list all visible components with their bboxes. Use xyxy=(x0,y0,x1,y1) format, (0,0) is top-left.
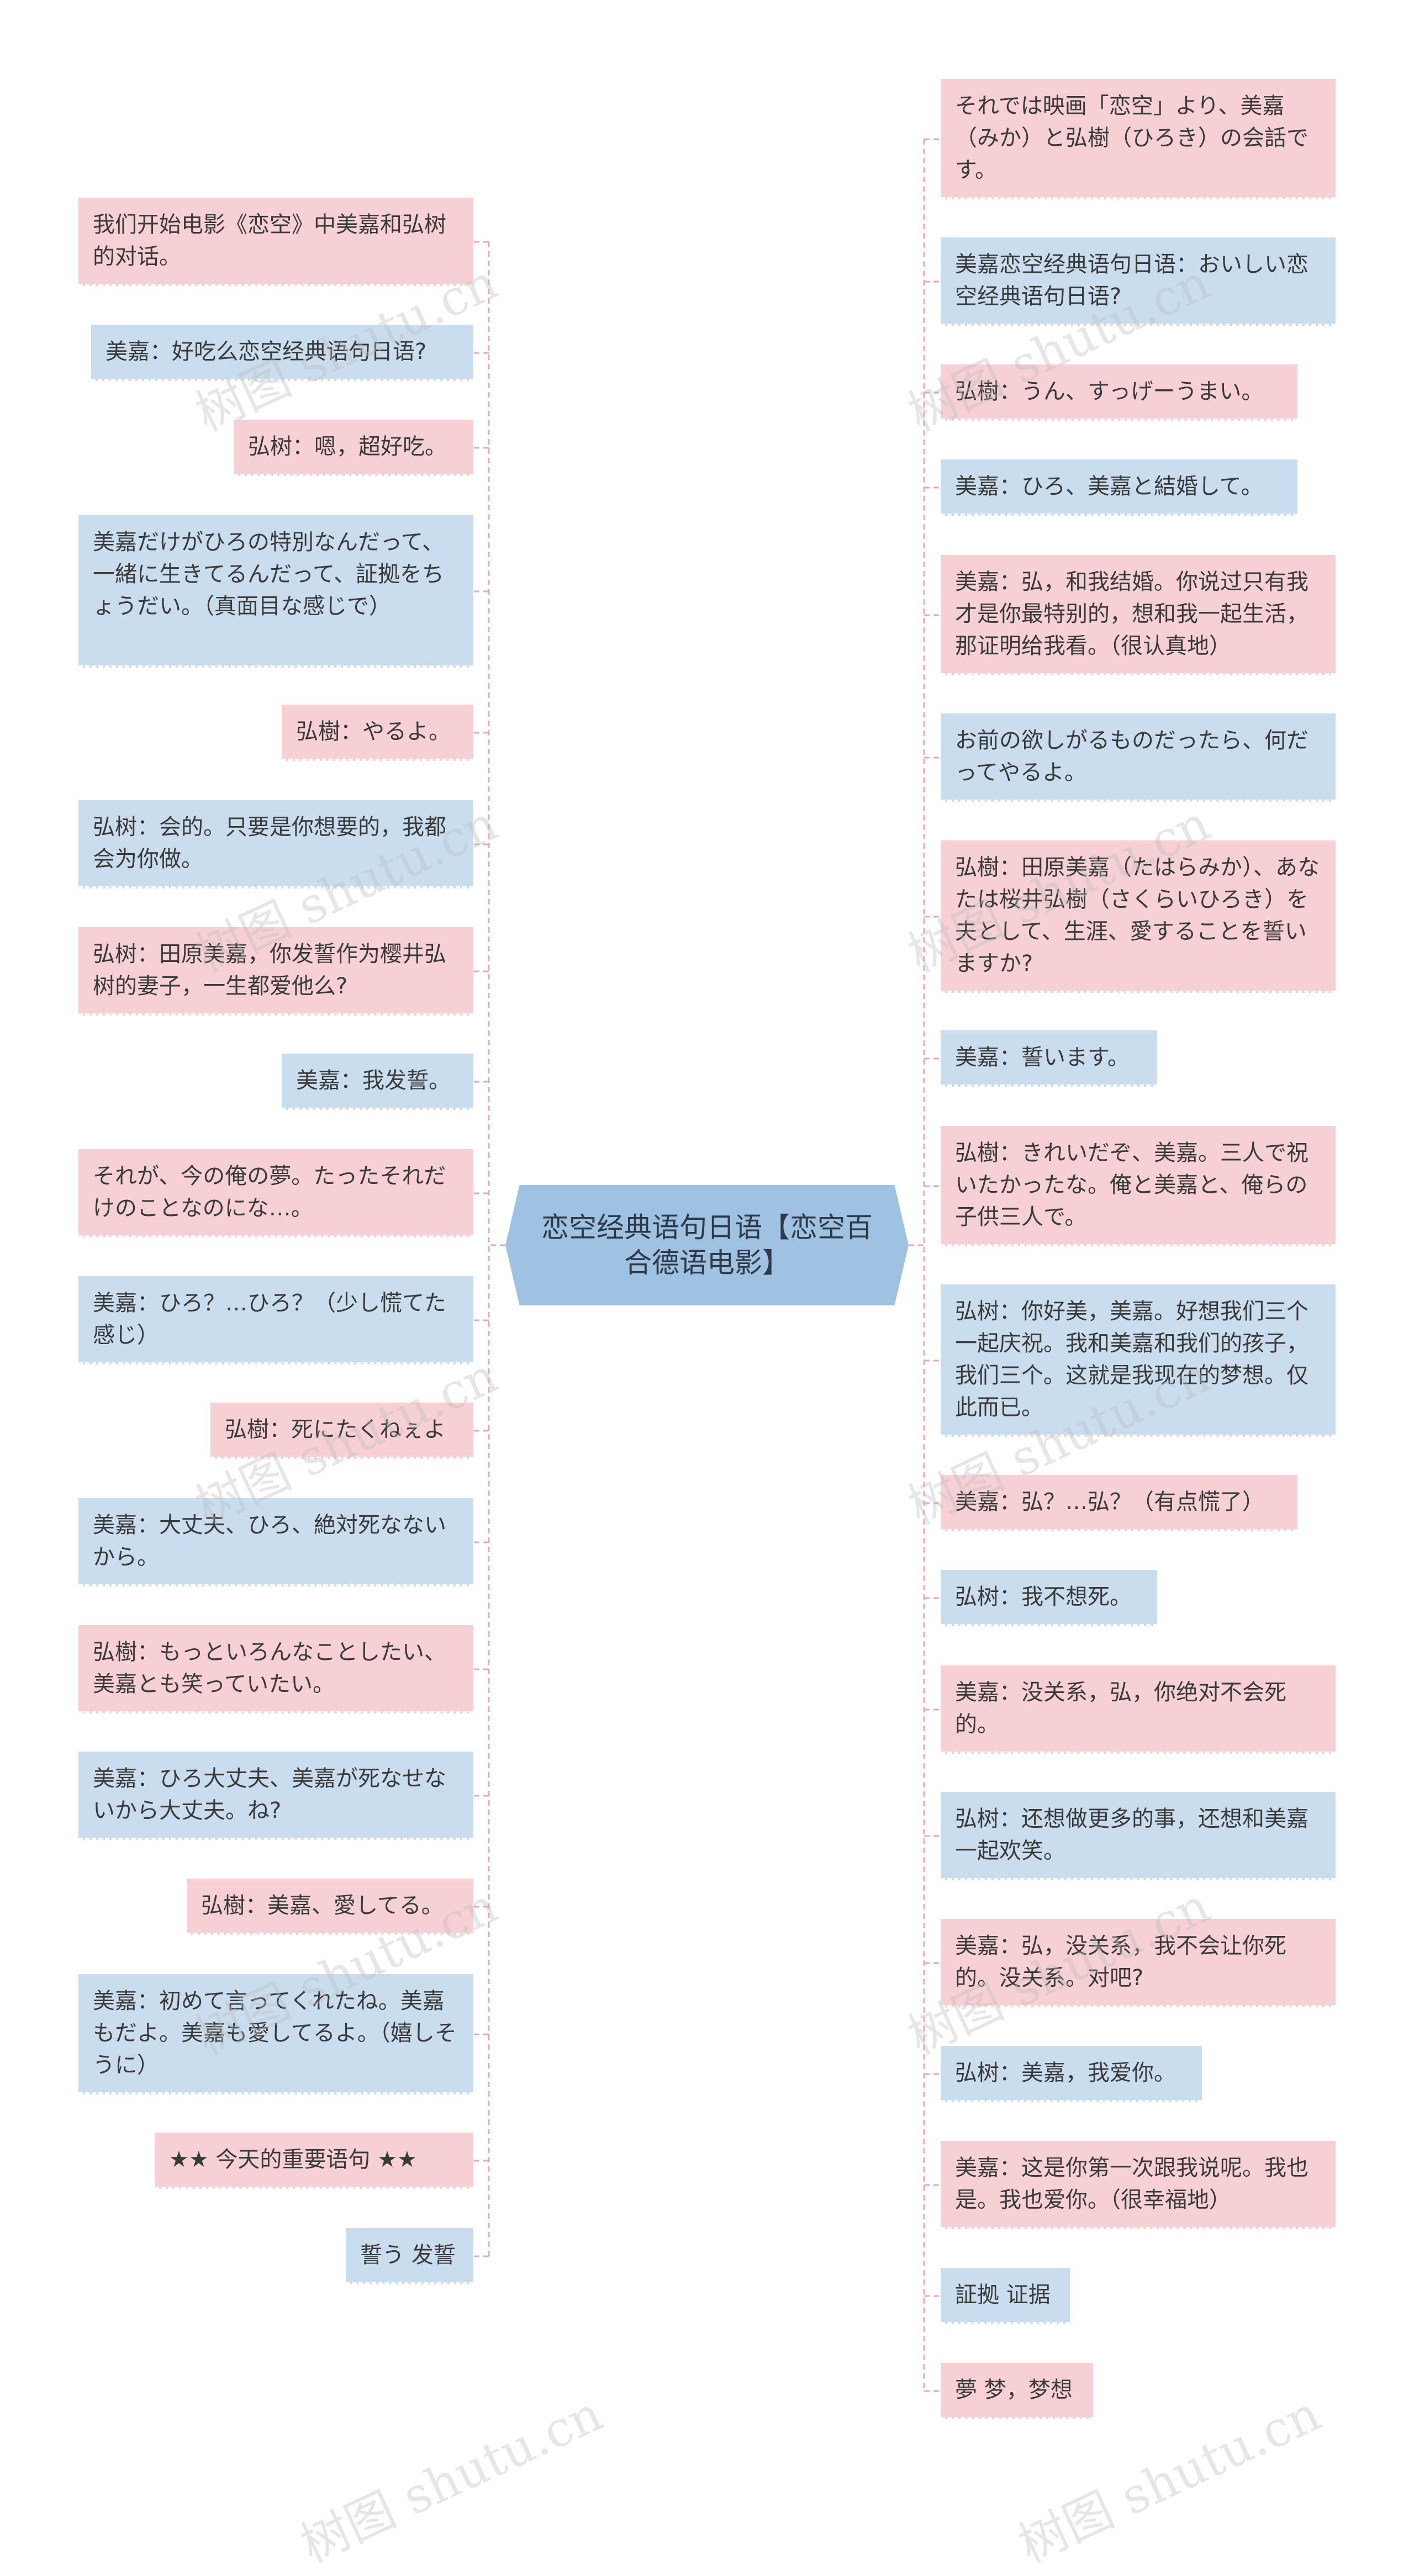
mindmap-connectors xyxy=(473,138,941,2392)
left-topic-node[interactable]: 美嘉：ひろ大丈夫、美嘉が死なせないから大丈夫。ね? xyxy=(78,1752,473,1840)
left-topic-node[interactable]: 美嘉だけがひろの特別なんだって、一緒に生きてるんだって、証拠をちょうだい。（真面… xyxy=(78,515,473,668)
right-topic-node[interactable]: 美嘉：弘，和我结婚。你说过只有我才是你最特别的，想和我一起生活，那证明给我看。（… xyxy=(941,555,1336,675)
right-topic-node[interactable]: お前の欲しがるものだったら、何だってやるよ。 xyxy=(941,713,1336,802)
left-topic-node[interactable]: 我们开始电影《恋空》中美嘉和弘树的对话。 xyxy=(78,198,473,286)
left-topic-node[interactable]: それが、今の俺の夢。たったそれだけのことなのにな…。 xyxy=(78,1149,473,1237)
right-topic-node[interactable]: 弘树：还想做更多的事，还想和美嘉一起欢笑。 xyxy=(941,1792,1336,1880)
left-topic-node[interactable]: 弘樹：美嘉、愛してる。 xyxy=(187,1879,473,1935)
right-topic-node[interactable]: 弘樹：田原美嘉（たはらみか）、あなたは桜井弘樹（さくらいひろき）を夫として、生涯… xyxy=(941,840,1336,993)
left-topic-node[interactable]: 弘樹：やるよ。 xyxy=(282,705,473,761)
left-topic-node[interactable]: 弘树：会的。只要是你想要的，我都会为你做。 xyxy=(78,800,473,888)
left-topic-node[interactable]: 美嘉：大丈夫、ひろ、絶対死なないから。 xyxy=(78,1498,473,1586)
left-topic-node[interactable]: 美嘉：我发誓。 xyxy=(282,1054,473,1110)
right-topic-node[interactable]: それでは映画「恋空」より、美嘉（みか）と弘樹（ひろき）の会話です。 xyxy=(941,79,1336,199)
central-topic[interactable]: 恋空经典语句日语【恋空百合德语电影】 xyxy=(505,1185,909,1305)
left-topic-node[interactable]: 弘樹：もっといろんなことしたい、美嘉とも笑っていたい。 xyxy=(78,1625,473,1713)
left-topic-node[interactable]: 弘樹：死にたくねぇよ xyxy=(210,1403,473,1459)
right-topic-node[interactable]: 証拠 证据 xyxy=(941,2268,1070,2324)
right-topic-node[interactable]: 美嘉：这是你第一次跟我说呢。我也是。我也爱你。（很幸福地） xyxy=(941,2141,1336,2229)
right-topic-node[interactable]: 弘樹：きれいだぞ、美嘉。三人で祝いたかったな。俺と美嘉と、俺らの子供三人で。 xyxy=(941,1126,1336,1246)
left-topic-node[interactable]: 美嘉：好吃么恋空经典语句日语? xyxy=(91,325,473,381)
left-topic-node[interactable]: ★★ 今天的重要语句 ★★ xyxy=(155,2133,473,2189)
right-topic-node[interactable]: 夢 梦，梦想 xyxy=(941,2363,1093,2419)
right-topic-node[interactable]: 美嘉：誓います。 xyxy=(941,1030,1157,1087)
left-topic-node[interactable]: 弘树：田原美嘉，你发誓作为樱井弘树的妻子，一生都爱他么? xyxy=(78,927,473,1015)
right-topic-node[interactable]: 美嘉：弘？…弘？（有点慌了） xyxy=(941,1475,1297,1531)
left-topic-node[interactable]: 美嘉：初めて言ってくれたね。美嘉もだよ。美嘉も愛してるよ。（嬉しそうに） xyxy=(78,1974,473,2094)
right-topic-node[interactable]: 美嘉：ひろ、美嘉と結婚して。 xyxy=(941,459,1297,516)
right-topic-node[interactable]: 弘树：我不想死。 xyxy=(941,1570,1157,1626)
left-topic-node[interactable]: 弘树：嗯，超好吃。 xyxy=(234,420,473,476)
right-topic-node[interactable]: 美嘉：没关系，弘，你绝对不会死的。 xyxy=(941,1665,1336,1754)
left-topic-node[interactable]: 誓う 发誓 xyxy=(346,2228,473,2284)
left-topic-node[interactable]: 美嘉：ひろ？…ひろ？（少し慌てた感じ） xyxy=(78,1276,473,1364)
right-topic-node[interactable]: 弘树：你好美，美嘉。好想我们三个一起庆祝。我和美嘉和我们的孩子，我们三个。这就是… xyxy=(941,1284,1336,1437)
right-topic-node[interactable]: 弘树：美嘉，我爱你。 xyxy=(941,2046,1202,2102)
right-topic-node[interactable]: 弘樹：うん、すっげーうまい。 xyxy=(941,364,1297,421)
right-topic-node[interactable]: 美嘉恋空经典语句日语：おいしい恋空经典语句日语? xyxy=(941,237,1336,326)
right-topic-node[interactable]: 美嘉：弘，没关系，我不会让你死的。没关系。对吧? xyxy=(941,1919,1336,2007)
